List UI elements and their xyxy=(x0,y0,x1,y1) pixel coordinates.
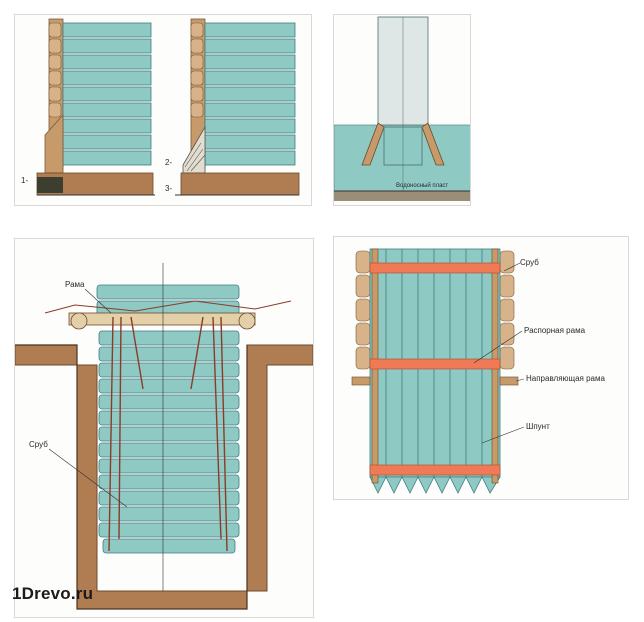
label-3: 3- xyxy=(165,184,172,193)
label-1: 1- xyxy=(21,176,28,185)
left-wall-section: 1- xyxy=(21,18,155,196)
panel-wall-sections: 1- xyxy=(14,14,312,206)
pit-log-crib xyxy=(96,284,240,554)
right-wall-section: 2- 3- xyxy=(165,18,300,196)
site-watermark: 1Drevo.ru xyxy=(12,584,94,603)
panel-pit-cut: Рама Сруб xyxy=(14,238,314,618)
top-frame xyxy=(369,262,501,274)
spacer-frame xyxy=(369,358,501,370)
guide-frame-label: Направляющая рама xyxy=(526,374,606,383)
aquifer-water xyxy=(334,124,470,192)
sheet-pile-label: Шпунт xyxy=(526,422,550,431)
wall-sections-drawing: 1- xyxy=(21,18,300,196)
aquifer-label: Водоносный пласт xyxy=(396,182,448,189)
panel-sheet-piling: Сруб Распорная рама Направляющая рама Шп… xyxy=(333,236,629,500)
aquifer-pipe-drawing: Водоносный пласт xyxy=(334,16,470,201)
frame-label: Рама xyxy=(65,280,85,289)
pit-cut-drawing: Рама Сруб xyxy=(15,263,313,610)
sheet-piling-drawing: Сруб Распорная рама Направляющая рама Шп… xyxy=(351,248,606,494)
crib-label: Сруб xyxy=(520,258,539,267)
bottom-frame xyxy=(369,464,501,476)
spacer-frame-label: Распорная рама xyxy=(524,326,586,335)
pit-rods xyxy=(108,316,228,552)
label-2: 2- xyxy=(165,158,172,167)
frame-beam xyxy=(68,312,256,326)
pit-log-label: Сруб xyxy=(29,440,48,449)
panel-aquifer-pipe: Водоносный пласт xyxy=(333,14,471,206)
